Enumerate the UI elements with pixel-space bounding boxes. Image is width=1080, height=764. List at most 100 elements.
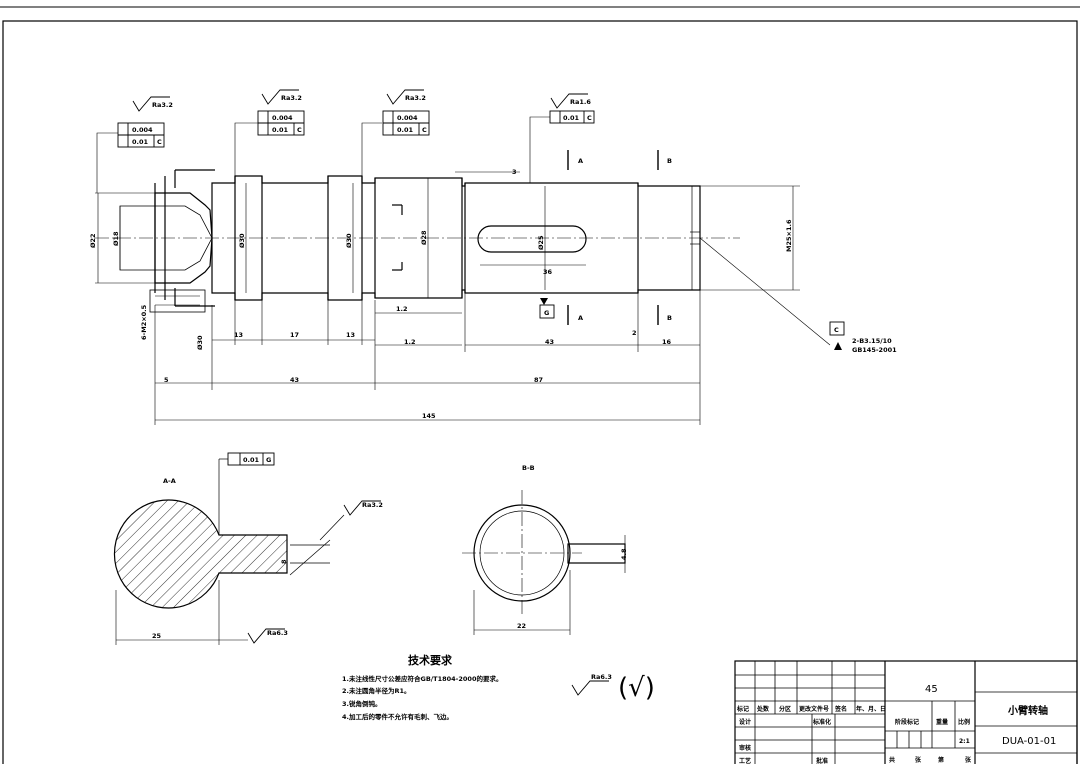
section-a-bottom: A: [578, 314, 583, 322]
title-block: [734, 660, 1078, 764]
dim-87: 87: [534, 376, 543, 384]
center-hole-2: GB145-2001: [852, 346, 897, 354]
dia-22: Ø22: [89, 233, 97, 248]
gtol1-val-b: 0.01: [132, 138, 149, 146]
title-block-text: 标记 处数 分区 更改文件号 签名 年、月、日 设计 标准化 审核 工艺 批准 …: [736, 684, 1056, 764]
rough-label-1: Ra3.2: [152, 101, 173, 109]
hdr-sign: 签名: [834, 705, 847, 713]
dia-30b: Ø30: [345, 233, 353, 248]
hdr-mark: 标记: [736, 705, 749, 713]
section-b-top: B: [667, 157, 672, 165]
center-hole-1: 2-B3.15/10: [852, 337, 892, 345]
gtol1-datum: C: [157, 138, 162, 146]
hdr-change: 更改文件号: [799, 705, 829, 713]
gtol2-val-a: 0.004: [272, 114, 293, 122]
shaft-main-view: [95, 169, 740, 313]
main-view-labels: Ra3.2 0.004 0.01 C Ra3.2 0.004 0.01 C Ra…: [89, 94, 897, 420]
general-rough-value: Ra6.3: [591, 673, 612, 681]
section-aa-bottom: 25: [152, 632, 162, 640]
tech-requirements: 技术要求 1.未注线性尺寸公差应符合GB/T1804-2000的要求。 2.未注…: [342, 653, 655, 721]
tb-approve: 批准: [816, 757, 828, 764]
rough-label-3: Ra3.2: [405, 94, 426, 102]
rough-label-2: Ra3.2: [281, 94, 302, 102]
hdr-date: 年、月、日: [856, 705, 886, 713]
dia-18: Ø18: [112, 231, 120, 246]
section-a-a: [113, 458, 345, 645]
tb-process: 工艺: [739, 757, 751, 764]
tb-sheet: 张: [915, 756, 922, 764]
dia-25: Ø25: [537, 235, 545, 250]
gtol-frames: [117, 110, 845, 466]
dia-28: Ø28: [420, 230, 428, 245]
datum-c: C: [834, 326, 839, 334]
dim-17: 17: [290, 331, 299, 339]
dim-3: 3: [512, 168, 517, 176]
hdr-zone: 分区: [779, 705, 791, 713]
tb-total: 共: [889, 756, 895, 764]
tb-review: 审核: [739, 744, 751, 752]
dim-13a: 13: [234, 331, 243, 339]
dim-5: 5: [164, 376, 169, 384]
section-a-top: A: [578, 157, 583, 165]
section-aa-tol: 0.01: [243, 456, 260, 464]
section-bb-bottom: 22: [517, 622, 526, 630]
dim-43a: 43: [545, 338, 554, 346]
tech-item-1: 1.未注线性尺寸公差应符合GB/T1804-2000的要求。: [342, 674, 502, 683]
gtol4-val: 0.01: [563, 114, 580, 122]
section-b-b: [462, 490, 626, 635]
tb-stage: 阶段标记: [895, 718, 919, 726]
general-rough-mark: (√): [618, 673, 655, 703]
section-a-a-labels: A-A 0.01 G Ra3.2 Ra6.3 8 25: [152, 456, 383, 640]
section-aa-width: 8: [280, 559, 288, 564]
tb-drawing-no: DUA-01-01: [1002, 736, 1056, 747]
tb-page-sheet: 张: [965, 756, 972, 764]
gtol4-datum: C: [587, 114, 592, 122]
section-b-b-labels: B-B 4.8 22: [517, 464, 628, 630]
section-aa-title: A-A: [163, 477, 176, 485]
dim-1-2a: 1.2: [396, 305, 408, 313]
gtol3-val-a: 0.004: [397, 114, 418, 122]
thread-m2: 6-M2×0.5: [140, 304, 148, 340]
section-aa-datum: G: [266, 456, 271, 464]
section-bb-title: B-B: [522, 464, 535, 472]
tech-title: 技术要求: [408, 653, 453, 667]
sheet-border: [0, 6, 1080, 764]
section-b-bottom: B: [667, 314, 672, 322]
datum-g: G: [544, 309, 549, 317]
roughness-symbols-main: [132, 89, 609, 696]
dia-30a: Ø30: [238, 233, 246, 248]
main-dimension-lines: [96, 116, 831, 425]
dim-1-2b: 1.2: [404, 338, 416, 346]
hdr-count: 处数: [756, 705, 770, 713]
tb-scale: 2:1: [959, 738, 970, 745]
gtol3-val-b: 0.01: [397, 126, 414, 134]
gtol2-val-b: 0.01: [272, 126, 289, 134]
tb-standard: 标准化: [812, 718, 831, 726]
tb-design: 设计: [739, 718, 751, 726]
datum-triangles: [540, 298, 842, 350]
tb-material: 45: [925, 684, 938, 695]
dim-145: 145: [422, 412, 436, 420]
tech-item-4: 4.加工后的零件不允许有毛刺、飞边。: [342, 712, 453, 721]
dim-43b: 43: [290, 376, 299, 384]
dim-2: 2: [632, 329, 637, 337]
section-aa-rough2: Ra6.3: [267, 629, 288, 637]
tech-item-3: 3.锐角倒钝。: [342, 699, 382, 708]
gtol3-datum: C: [422, 126, 427, 134]
dim-36: 36: [543, 268, 553, 276]
tech-item-2: 2.未注圆角半径为R1。: [342, 686, 411, 695]
dia-30-small: Ø30: [196, 335, 204, 350]
tb-weight: 重量: [936, 718, 948, 726]
tb-part-name: 小臂转轴: [1007, 704, 1048, 717]
tb-ratio: 比例: [958, 718, 970, 726]
dim-13b: 13: [346, 331, 355, 339]
dim-16: 16: [662, 338, 672, 346]
thread-m25: M25×1.6: [785, 219, 793, 252]
gtol2-datum: C: [297, 126, 302, 134]
rough-label-4: Ra1.6: [570, 98, 591, 106]
section-aa-rough1: Ra3.2: [362, 501, 383, 509]
gtol1-val-a: 0.004: [132, 126, 153, 134]
tb-page: 第: [937, 756, 944, 764]
section-bb-width: 4.8: [620, 548, 628, 560]
